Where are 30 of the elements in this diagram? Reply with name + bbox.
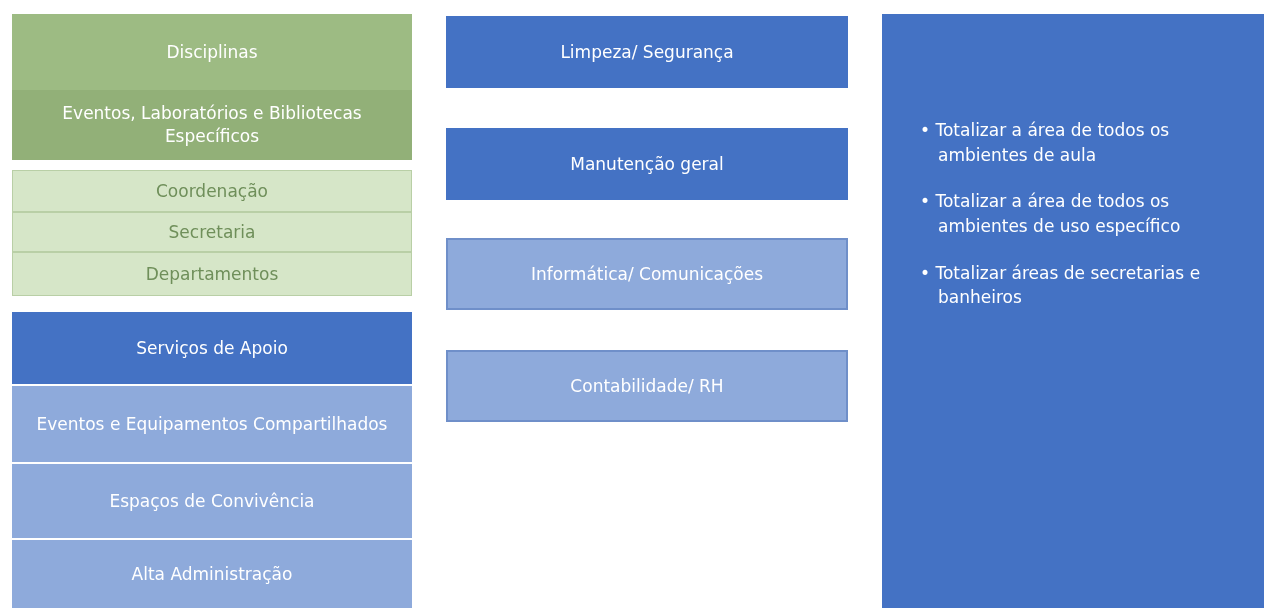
box-label: Informática/ Comunicações: [530, 262, 764, 286]
box-label: Secretaria: [168, 220, 256, 244]
category-box: [12, 540, 412, 608]
bullet-item: • Totalizar a área de todos os ambientes de aula: [920, 119, 1171, 167]
category-box: [12, 386, 412, 462]
service-box: [446, 128, 848, 200]
category-box: [12, 252, 412, 296]
bullet-item: • Totalizar áreas de secretarias e banheiros: [920, 261, 1202, 310]
category-box: [12, 170, 412, 212]
service-box: [446, 350, 848, 422]
header-box: [12, 312, 412, 384]
box-label: Eventos e Equipamentos Compartilhados: [36, 412, 388, 436]
box-label: Disciplinas: [166, 40, 258, 64]
box-label: Eventos, Laboratórios e Bibliotecas Específicos: [61, 102, 363, 148]
bullet-item: • Totalizar a área de todos os ambientes de uso específico: [920, 190, 1182, 238]
box-label: Manutenção geral: [570, 152, 724, 176]
bullet-panel: [882, 14, 1264, 608]
service-box: [446, 238, 848, 310]
category-box: [12, 464, 412, 538]
box-label: Contabilidade/ RH: [570, 374, 724, 398]
category-box: [12, 212, 412, 252]
header-box: [12, 14, 412, 90]
box-label: Departamentos: [145, 262, 279, 286]
box-label: Espaços de Convivência: [109, 489, 315, 513]
box-label: Alta Administração: [131, 562, 293, 586]
box-label: Limpeza/ Segurança: [560, 40, 734, 64]
box-label: Coordenação: [156, 179, 268, 203]
service-box: [446, 16, 848, 88]
box-label: Serviços de Apoio: [136, 336, 288, 360]
category-box: [12, 90, 412, 160]
